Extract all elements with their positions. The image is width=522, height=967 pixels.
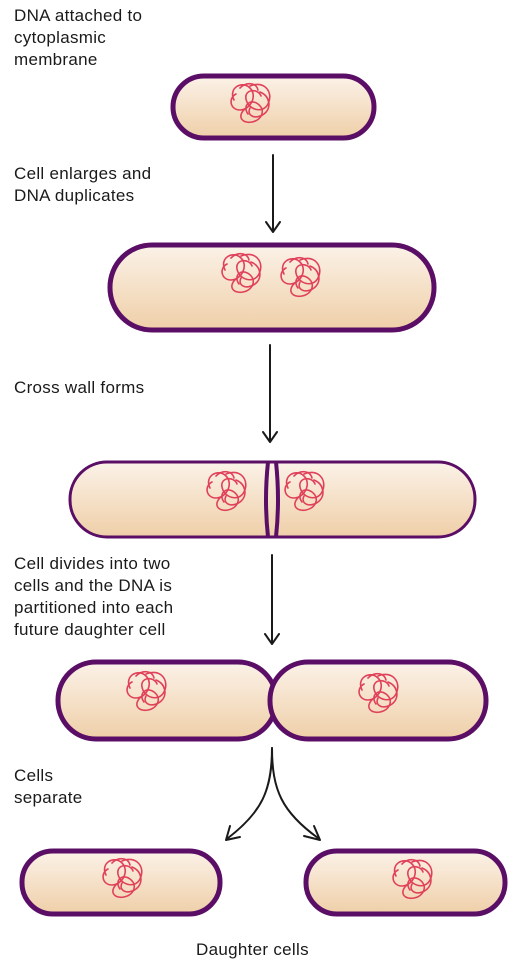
daughter-cell-left [22, 851, 220, 914]
cell-initial [173, 76, 374, 138]
cell-enlarged [110, 245, 434, 330]
arrow-separate [226, 748, 320, 840]
cell-divided-left [58, 662, 276, 739]
arrow-2 [263, 345, 277, 442]
cell-cross-wall [70, 462, 475, 537]
arrow-1 [266, 155, 280, 232]
arrow-3 [265, 555, 279, 644]
